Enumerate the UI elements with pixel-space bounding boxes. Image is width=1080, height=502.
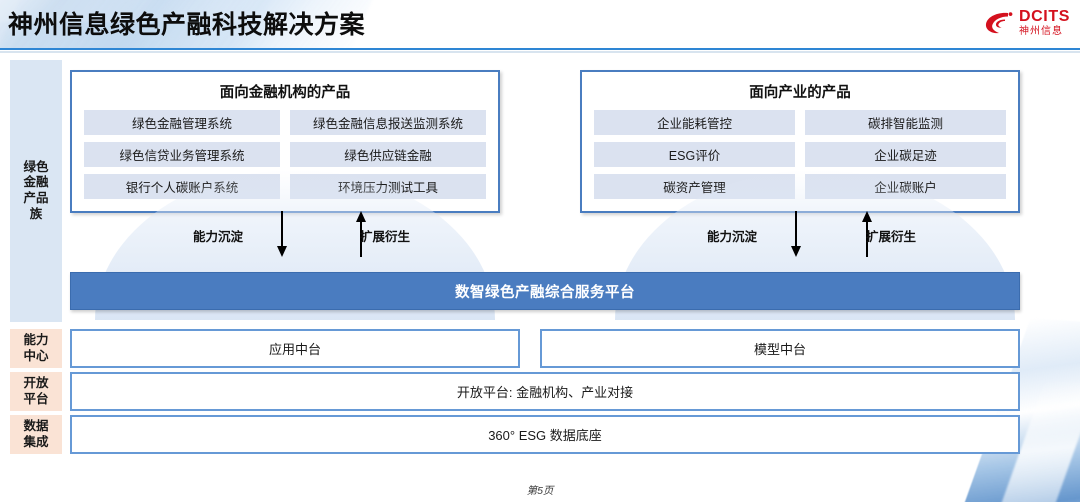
logo-text-cn: 神州信息 bbox=[1019, 26, 1063, 37]
product-tile[interactable]: 绿色金融信息报送监测系统 bbox=[290, 110, 486, 135]
rail-item-data-integration: 数据 集成 bbox=[10, 415, 62, 454]
rail-label-line: 金融 bbox=[23, 175, 49, 190]
rail-label: 数据 集成 bbox=[23, 419, 48, 450]
page-title: 神州信息绿色产融科技解决方案 bbox=[8, 11, 366, 39]
rail-item-green-finance-product-family: 绿色 金融 产品 族 bbox=[10, 60, 62, 322]
product-tile-grid: 企业能耗管控 碳排智能监测 ESG评价 企业碳足迹 碳资产管理 企业碳账户 bbox=[582, 110, 1018, 210]
rail-label-line: 中心 bbox=[23, 348, 49, 363]
rail-item-open-platform: 开放 平台 bbox=[10, 372, 62, 411]
dcits-swirl-icon bbox=[985, 12, 1013, 34]
rail-label-line: 集成 bbox=[23, 434, 49, 449]
flow-label-expansion-derivation: 扩展衍生 bbox=[360, 230, 411, 244]
box-application-middle-platform[interactable]: 应用中台 bbox=[70, 329, 520, 368]
product-tile[interactable]: 企业能耗管控 bbox=[594, 110, 795, 135]
flow-label-capability-precipitation: 能力沉淀 bbox=[707, 230, 758, 244]
box-open-platform[interactable]: 开放平台: 金融机构、产业对接 bbox=[70, 372, 1020, 411]
logo-text-en: DCITS bbox=[1019, 8, 1070, 25]
rail-label-line: 产品 bbox=[23, 191, 49, 205]
box-model-middle-platform[interactable]: 模型中台 bbox=[540, 329, 1020, 368]
product-tile[interactable]: 碳资产管理 bbox=[594, 174, 795, 199]
rail-label-line: 能力 bbox=[23, 332, 49, 347]
product-tile[interactable]: 绿色金融管理系统 bbox=[84, 110, 280, 135]
rail-label-line: 数据 bbox=[23, 418, 49, 433]
product-tile[interactable]: ESG评价 bbox=[594, 142, 795, 167]
header-divider-shadow bbox=[0, 51, 1080, 53]
product-tile-grid: 绿色金融管理系统 绿色金融信息报送监测系统 绿色信贷业务管理系统 绿色供应链金融… bbox=[72, 110, 498, 210]
panel-title: 面向产业的产品 bbox=[749, 85, 851, 101]
arrow-down-icon bbox=[277, 211, 287, 257]
rail-label: 开放 平台 bbox=[23, 376, 48, 407]
company-logo: DCITS 神州信息 bbox=[984, 6, 1070, 40]
rail-label: 能力 中心 bbox=[23, 333, 48, 364]
rail-label: 绿色 金融 产品 族 bbox=[23, 160, 48, 223]
rail-label-line: 族 bbox=[29, 206, 43, 221]
panel-financial-institution-products: 面向金融机构的产品 绿色金融管理系统 绿色金融信息报送监测系统 绿色信贷业务管理… bbox=[70, 70, 500, 213]
box-data-foundation[interactable]: 360° ESG 数据底座 bbox=[70, 415, 1020, 454]
slide-header: 神州信息绿色产融科技解决方案 DCITS 神州信息 bbox=[0, 0, 1080, 50]
panel-title: 面向金融机构的产品 bbox=[219, 85, 351, 101]
product-tile[interactable]: 绿色供应链金融 bbox=[290, 142, 486, 167]
panel-industry-products: 面向产业的产品 企业能耗管控 碳排智能监测 ESG评价 企业碳足迹 碳资产管理 … bbox=[580, 70, 1020, 213]
rail-label-line: 平台 bbox=[23, 391, 49, 406]
header-divider bbox=[0, 48, 1080, 50]
flow-label-expansion-derivation: 扩展衍生 bbox=[866, 230, 917, 244]
flow-label-capability-precipitation: 能力沉淀 bbox=[193, 230, 244, 244]
slide-body: 绿色 金融 产品 族 能力 中心 开放 平台 数据 集成 bbox=[0, 52, 1080, 502]
product-tile[interactable]: 企业碳账户 bbox=[805, 174, 1006, 199]
product-tile[interactable]: 环境压力测试工具 bbox=[290, 174, 486, 199]
product-tile[interactable]: 企业碳足迹 bbox=[805, 142, 1006, 167]
product-tile[interactable]: 绿色信贷业务管理系统 bbox=[84, 142, 280, 167]
arrow-up-icon bbox=[862, 211, 872, 257]
logo-text-group: DCITS 神州信息 bbox=[1019, 9, 1070, 37]
arrow-up-icon bbox=[356, 211, 366, 257]
rail-label-line: 绿色 bbox=[23, 159, 49, 174]
arrow-down-icon bbox=[791, 211, 801, 257]
product-tile[interactable]: 碳排智能监测 bbox=[805, 110, 1006, 135]
product-tile[interactable]: 银行个人碳账户系统 bbox=[84, 174, 280, 199]
rail-item-capability-center: 能力 中心 bbox=[10, 329, 62, 368]
platform-bar[interactable]: 数智绿色产融综合服务平台 bbox=[70, 272, 1020, 310]
rail-label-line: 开放 bbox=[23, 375, 49, 390]
page-number: 第5页 bbox=[526, 485, 554, 497]
